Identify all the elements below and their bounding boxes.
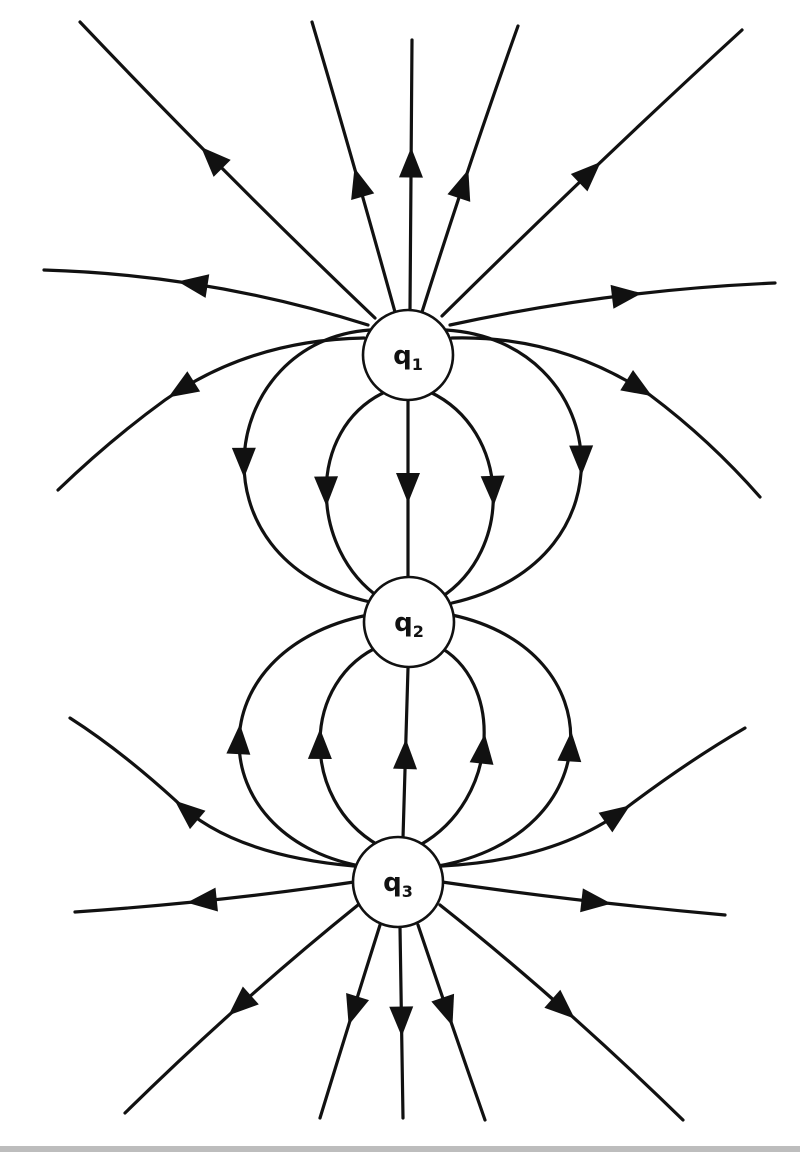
arrowhead-icon (544, 989, 575, 1019)
field-line (420, 24, 520, 314)
field-line (42, 268, 370, 327)
field-line (418, 643, 486, 847)
charge-q1-label: q1 (393, 341, 423, 374)
arrowhead-icon (393, 739, 418, 770)
bottom-border (0, 1146, 800, 1152)
charge-q3: q3 (351, 835, 445, 929)
field-line (448, 281, 777, 327)
field-arrows (168, 147, 653, 1037)
field-line (68, 716, 356, 868)
charge-q2-label: q2 (394, 608, 424, 641)
arrowhead-icon (398, 147, 423, 178)
field-line (73, 880, 356, 914)
arrowhead-icon (174, 800, 206, 830)
arrowhead-icon (346, 992, 370, 1026)
arrowhead-icon (177, 274, 210, 298)
charge-q3-circle (351, 835, 445, 929)
arrowhead-icon (431, 993, 455, 1027)
arrowhead-icon (580, 888, 612, 913)
arrowhead-icon (231, 447, 256, 478)
arrowhead-icon (168, 371, 201, 398)
arrowhead-icon (598, 805, 631, 833)
arrowhead-icon (307, 728, 332, 759)
charge-q1-circle (361, 308, 455, 402)
arrowhead-icon (610, 284, 642, 309)
field-line (318, 643, 384, 847)
field-lines (42, 20, 777, 1122)
field-line (436, 613, 573, 868)
field-line (324, 390, 387, 600)
charge-q3-label: q3 (383, 868, 413, 901)
arrowhead-icon (228, 986, 259, 1016)
field-line (310, 20, 397, 314)
charge-q2-circle (362, 575, 456, 669)
charge-q2: q2 (362, 575, 456, 669)
arrowhead-icon (201, 147, 231, 177)
field-line (242, 328, 372, 604)
field-line (444, 328, 583, 605)
charge-q1: q1 (361, 308, 455, 402)
arrowhead-icon (570, 161, 601, 192)
arrowhead-icon (557, 731, 582, 763)
arrowhead-icon (620, 370, 653, 397)
field-line (450, 336, 762, 499)
arrowhead-icon (351, 167, 375, 200)
arrowhead-icon (396, 473, 420, 503)
arrowhead-icon (314, 476, 339, 507)
arrowhead-icon (469, 733, 494, 765)
arrowhead-icon (226, 724, 251, 755)
arrowhead-icon (186, 887, 218, 912)
arrowhead-icon (569, 445, 594, 476)
field-line (237, 613, 370, 868)
field-line (56, 336, 366, 492)
field-line (78, 20, 377, 320)
arrowhead-icon (480, 475, 505, 506)
arrowhead-icon (447, 169, 471, 202)
field-line (428, 390, 495, 600)
arrowhead-icon (389, 1006, 414, 1037)
